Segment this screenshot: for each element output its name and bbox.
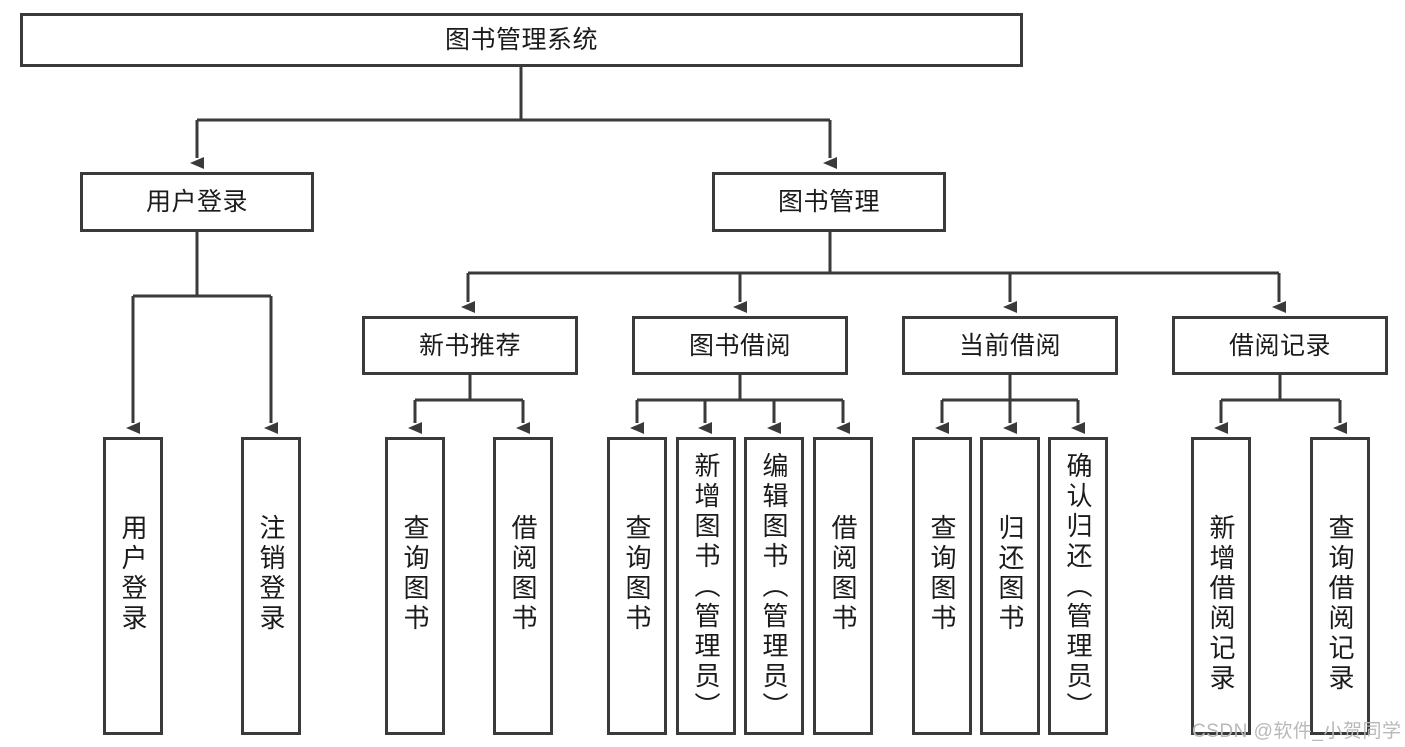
leaf-user-login[interactable]: 用户登录 bbox=[103, 437, 163, 735]
node-label: 注销登录 bbox=[256, 514, 286, 634]
leaf-query-book-recommend[interactable]: 查询图书 bbox=[385, 437, 445, 735]
leaf-return-book[interactable]: 归还图书 bbox=[980, 437, 1040, 735]
node-label: 借阅图书 bbox=[828, 514, 858, 634]
leaf-edit-book-admin[interactable]: 编辑图书（管理员） bbox=[744, 437, 804, 735]
node-label: 图书管理 bbox=[777, 188, 880, 216]
node-root-system[interactable]: 图书管理系统 bbox=[20, 13, 1023, 67]
node-label: 新增图书（管理员） bbox=[691, 452, 721, 722]
node-borrow-record[interactable]: 借阅记录 bbox=[1172, 316, 1388, 375]
leaf-logout[interactable]: 注销登录 bbox=[241, 437, 301, 735]
node-label: 用户登录 bbox=[118, 514, 148, 634]
watermark: CSDN @软件_小贺同学 bbox=[1192, 721, 1402, 742]
node-label: 查询借阅记录 bbox=[1325, 514, 1355, 694]
node-label: 借阅图书 bbox=[508, 514, 538, 634]
leaf-query-borrow-record[interactable]: 查询借阅记录 bbox=[1310, 437, 1370, 735]
node-label: 借阅记录 bbox=[1228, 331, 1331, 360]
node-label: 图书管理系统 bbox=[444, 26, 598, 54]
node-label: 图书借阅 bbox=[688, 331, 791, 360]
node-label: 查询图书 bbox=[400, 514, 430, 634]
leaf-borrow-book[interactable]: 借阅图书 bbox=[813, 437, 873, 735]
node-label: 查询图书 bbox=[622, 514, 652, 634]
leaf-add-borrow-record[interactable]: 新增借阅记录 bbox=[1191, 437, 1251, 735]
node-label: 新书推荐 bbox=[418, 331, 521, 360]
leaf-query-book-current[interactable]: 查询图书 bbox=[912, 437, 972, 735]
node-label: 归还图书 bbox=[995, 514, 1025, 634]
leaf-confirm-return-admin[interactable]: 确认归还（管理员） bbox=[1048, 437, 1108, 735]
node-current-borrow[interactable]: 当前借阅 bbox=[902, 316, 1118, 375]
node-label: 当前借阅 bbox=[958, 331, 1061, 360]
leaf-borrow-book-recommend[interactable]: 借阅图书 bbox=[493, 437, 553, 735]
node-user-login[interactable]: 用户登录 bbox=[80, 172, 314, 232]
leaf-query-book-borrow[interactable]: 查询图书 bbox=[607, 437, 667, 735]
leaf-add-book-admin[interactable]: 新增图书（管理员） bbox=[676, 437, 736, 735]
node-label: 新增借阅记录 bbox=[1206, 514, 1236, 694]
node-label: 用户登录 bbox=[145, 188, 248, 216]
node-label: 查询图书 bbox=[927, 514, 957, 634]
node-book-management[interactable]: 图书管理 bbox=[712, 172, 946, 232]
node-book-borrow[interactable]: 图书借阅 bbox=[632, 316, 848, 375]
node-label: 编辑图书（管理员） bbox=[759, 452, 789, 722]
node-new-book-recommend[interactable]: 新书推荐 bbox=[362, 316, 578, 375]
node-label: 确认归还（管理员） bbox=[1063, 452, 1093, 722]
